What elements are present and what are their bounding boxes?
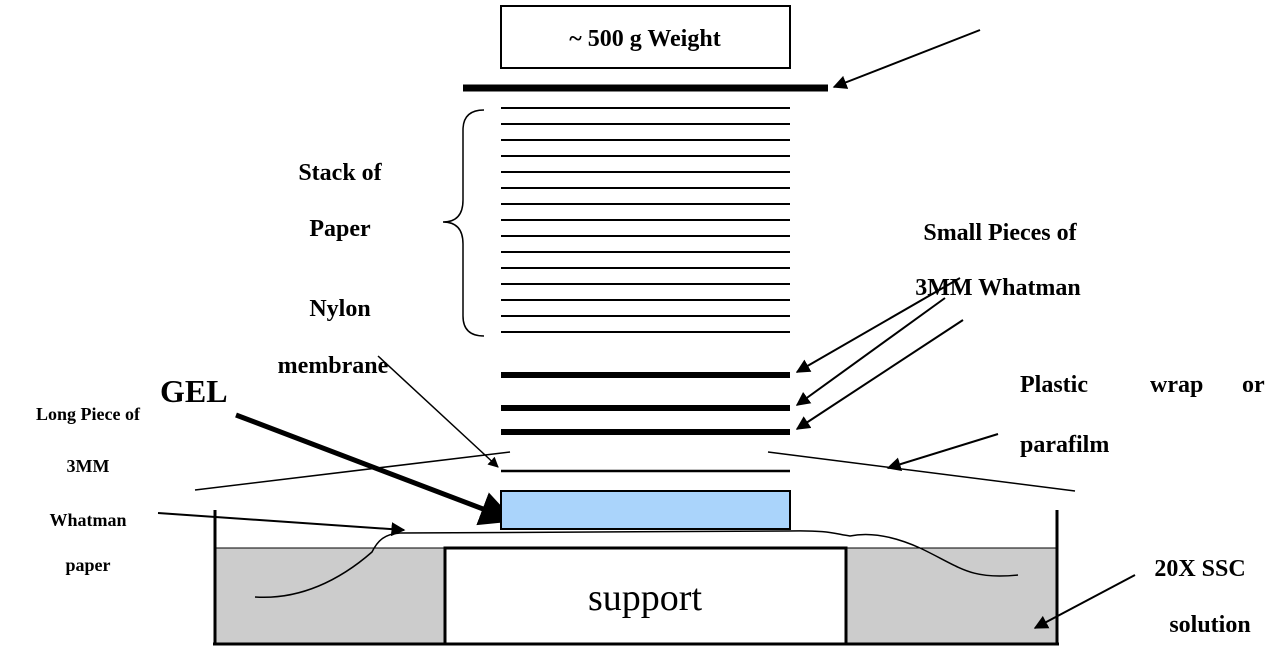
- weight-box: [500, 5, 791, 69]
- stack-brace: [442, 109, 485, 337]
- long-piece-line1: Long Piece of: [36, 404, 141, 424]
- long-piece-arrow: [157, 512, 406, 537]
- plastic-wrap-word-2: wrap: [1150, 372, 1203, 398]
- support-label: support: [588, 577, 702, 619]
- ssc-arrow: [1033, 574, 1136, 629]
- nylon-label-line1: Nylon: [309, 296, 370, 322]
- small-pieces-arrow-3: [795, 319, 964, 430]
- ssc-label-line1: 20X SSC: [1154, 556, 1245, 582]
- top-plate-arrow: [832, 29, 981, 89]
- small-pieces-arrow-2: [795, 297, 946, 406]
- long-piece-line3: Whatman: [49, 510, 126, 530]
- long-piece-line4: paper: [66, 555, 111, 575]
- gel-label: GEL: [160, 373, 228, 409]
- solution-right: [846, 548, 1057, 643]
- nylon-label-line2: membrane: [278, 353, 389, 379]
- paper-stack: [501, 107, 790, 333]
- plastic-wrap-word-1: Plastic: [1020, 372, 1088, 398]
- plastic-wrap-right: [767, 451, 1076, 492]
- small-pieces-arrow-1: [795, 277, 961, 373]
- small-pieces-label-line2: 3MM Whatman: [915, 275, 1081, 301]
- small-pieces-label-line1: Small Pieces of: [923, 220, 1077, 246]
- plastic-wrap-arrow: [886, 433, 999, 471]
- long-whatman-wick: [254, 530, 1019, 599]
- stack-label-line1: Stack of: [298, 160, 382, 186]
- plastic-wrap-left: [194, 451, 511, 491]
- plastic-wrap-label-line2: parafilm: [1020, 432, 1109, 458]
- ssc-label-line2: solution: [1169, 612, 1250, 638]
- gel-arrow: [235, 412, 516, 526]
- nylon-arrow: [377, 355, 499, 468]
- support-block: [443, 546, 848, 646]
- plastic-wrap-word-3: or: [1242, 372, 1265, 398]
- long-piece-line2: 3MM: [67, 456, 110, 476]
- weight-label: ~ 500 g Weight: [569, 26, 720, 52]
- stack-label-line2: Paper: [309, 216, 371, 242]
- solution-left: [215, 548, 445, 643]
- gel: [500, 490, 791, 530]
